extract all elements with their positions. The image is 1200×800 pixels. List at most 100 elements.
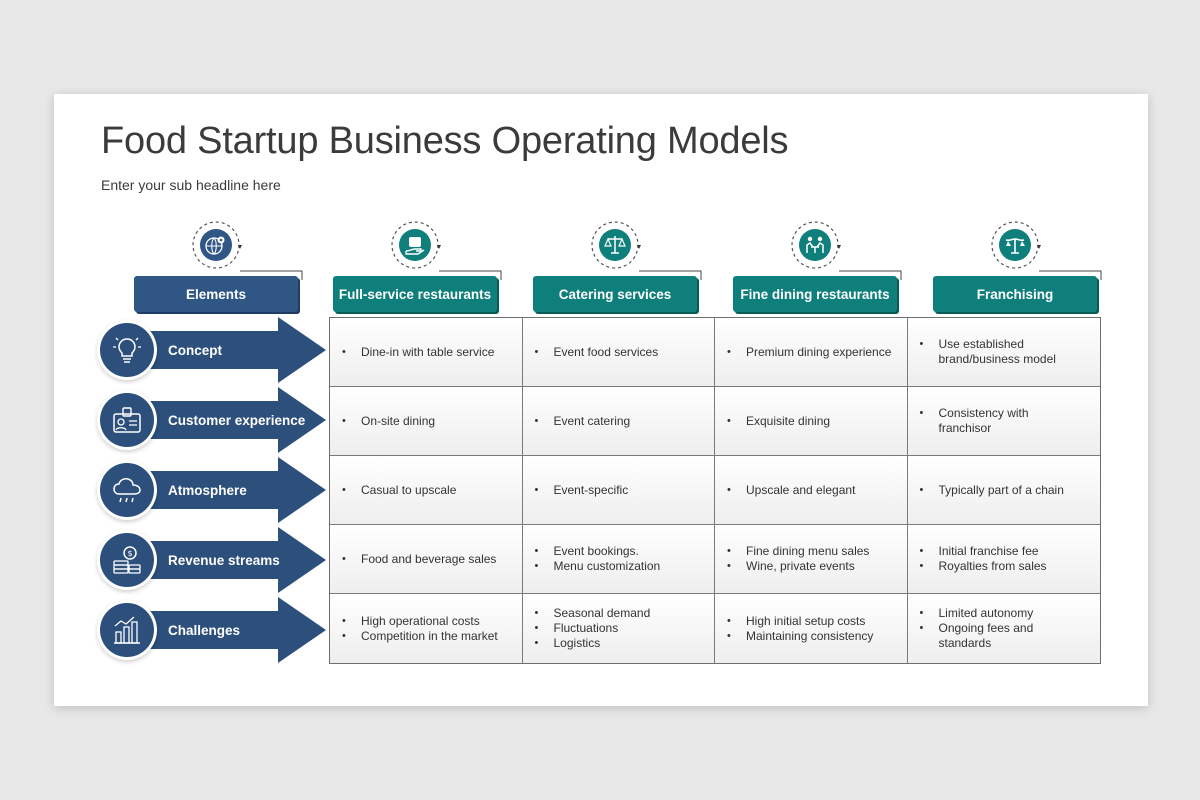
grid-cell: High operational costsCompetition in the… (330, 594, 523, 663)
balance-icon (999, 229, 1031, 261)
model-header-ring-4 (991, 221, 1041, 269)
bullet-item: Event food services (533, 345, 658, 360)
row-label-revenue-streams: $ Revenue streams (100, 527, 326, 593)
bullet-item: Casual to upscale (340, 483, 456, 498)
scales-icon (599, 229, 631, 261)
bullet-item: Fluctuations (533, 621, 651, 636)
bullet-item: Dine-in with table service (340, 345, 494, 360)
grid-cell: Event catering (522, 387, 715, 456)
ring-decoration (991, 221, 1041, 269)
grid-cell: Event food services (522, 318, 715, 387)
ring-decoration (391, 221, 441, 269)
bar-chart-icon (114, 616, 140, 644)
row-label-concept: Concept (100, 317, 326, 383)
coins-stack-icon: $ (113, 546, 141, 574)
bullet-item: Limited autonomy (918, 606, 1034, 621)
grid-cell: Typically part of a chain (907, 456, 1100, 525)
bullet-item: Event catering (533, 414, 630, 429)
model-header-ring-2 (591, 221, 641, 269)
bullet-item: Event bookings. (533, 544, 661, 559)
bullet-item: Use established (918, 337, 1056, 352)
row-arrow (146, 387, 326, 453)
grid-cell: Casual to upscale (330, 456, 523, 525)
hand-dollar-icon (399, 229, 431, 261)
row-arrow (146, 597, 326, 663)
bullet-item: Event-specific (533, 483, 628, 498)
bullet-item: Maintaining consistency (725, 629, 873, 644)
bullet-item: Initial franchise fee (918, 544, 1047, 559)
column-header-full-service: Full-service restaurants (333, 276, 497, 312)
bullet-item: Upscale and elegant (725, 483, 855, 498)
row-label-text: Concept (168, 342, 222, 358)
bullet-item: High initial setup costs (725, 614, 873, 629)
grid-cell: Fine dining menu salesWine, private even… (715, 525, 908, 594)
row-label-customer-experience: Customer experience (100, 387, 326, 453)
row-icon-circle (100, 323, 154, 377)
slide: Food Startup Business Operating Models E… (54, 94, 1148, 706)
bullet-item: Consistency with (918, 406, 1029, 421)
bullet-item: standards (938, 636, 992, 650)
column-header-catering: Catering services (533, 276, 697, 312)
globe-location-icon (200, 229, 232, 261)
elements-header-ring (192, 221, 242, 269)
bullet-item: High operational costs (340, 614, 498, 629)
svg-text:$: $ (128, 549, 133, 558)
model-header-ring-1 (391, 221, 441, 269)
lightbulb-icon (113, 337, 141, 363)
dining-table-icon (799, 229, 831, 261)
bullet-item: Food and beverage sales (340, 552, 496, 567)
slide-title: Food Startup Business Operating Models (101, 120, 789, 162)
bullet-item: On-site dining (340, 414, 435, 429)
grid-cell: High initial setup costsMaintaining cons… (715, 594, 908, 663)
row-icon-circle (100, 603, 154, 657)
row-label-text: Challenges (168, 622, 241, 638)
header-connectors (240, 270, 1102, 280)
bullet-item: franchisor (938, 421, 992, 435)
grid-cell: On-site dining (330, 387, 523, 456)
row-arrow (146, 527, 326, 593)
slide-subtitle: Enter your sub headline here (101, 177, 281, 193)
grid-cell: Exquisite dining (715, 387, 908, 456)
row-arrow (146, 317, 326, 383)
bullet-item: Logistics (533, 636, 651, 651)
grid-cell: Limited autonomyOngoing fees andstandard… (907, 594, 1100, 663)
bullet-item: Royalties from sales (918, 559, 1047, 574)
bullet-item: Competition in the market (340, 629, 498, 644)
column-header-franchising: Franchising (933, 276, 1097, 312)
row-icon-circle (100, 463, 154, 517)
row-label-text: Atmosphere (168, 482, 247, 498)
bullet-item: Wine, private events (725, 559, 869, 574)
bullet-item: brand/business model (938, 352, 1056, 366)
ring-decoration (791, 221, 841, 269)
column-header-elements: Elements (134, 276, 298, 312)
row-label-atmosphere: Atmosphere (100, 457, 326, 523)
model-header-ring-3 (791, 221, 841, 269)
bullet-item: Typically part of a chain (918, 483, 1064, 498)
ring-decoration (591, 221, 641, 269)
grid-cell: Premium dining experience (715, 318, 908, 387)
bullet-item: Ongoing fees and (918, 621, 1033, 636)
rain-cloud-icon (113, 478, 141, 503)
grid-cell: Seasonal demandFluctuationsLogistics (522, 594, 715, 663)
column-header-fine-dining: Fine dining restaurants (733, 276, 897, 312)
grid-cell: Event bookings.Menu customization (522, 525, 715, 594)
bullet-item: Fine dining menu sales (725, 544, 869, 559)
bullet-item: Seasonal demand (533, 606, 650, 621)
grid-cell: Dine-in with table service (330, 318, 523, 387)
row-label-text: Revenue streams (168, 552, 280, 568)
row-label-text: Customer experience (168, 412, 306, 428)
grid-cell: Initial franchise feeRoyalties from sale… (907, 525, 1100, 594)
row-label-challenges: Challenges (100, 597, 326, 663)
bullet-item: Menu customization (533, 559, 660, 574)
row-arrow (146, 457, 326, 523)
grid-cell: Upscale and elegant (715, 456, 908, 525)
id-badge-icon (113, 407, 141, 433)
bullet-item: Premium dining experience (725, 345, 891, 360)
ring-decoration (192, 221, 242, 269)
row-icon-circle (100, 393, 154, 447)
row-icon-circle: $ (100, 533, 154, 587)
grid-cell: Event-specific (522, 456, 715, 525)
grid-cell: Food and beverage sales (330, 525, 523, 594)
